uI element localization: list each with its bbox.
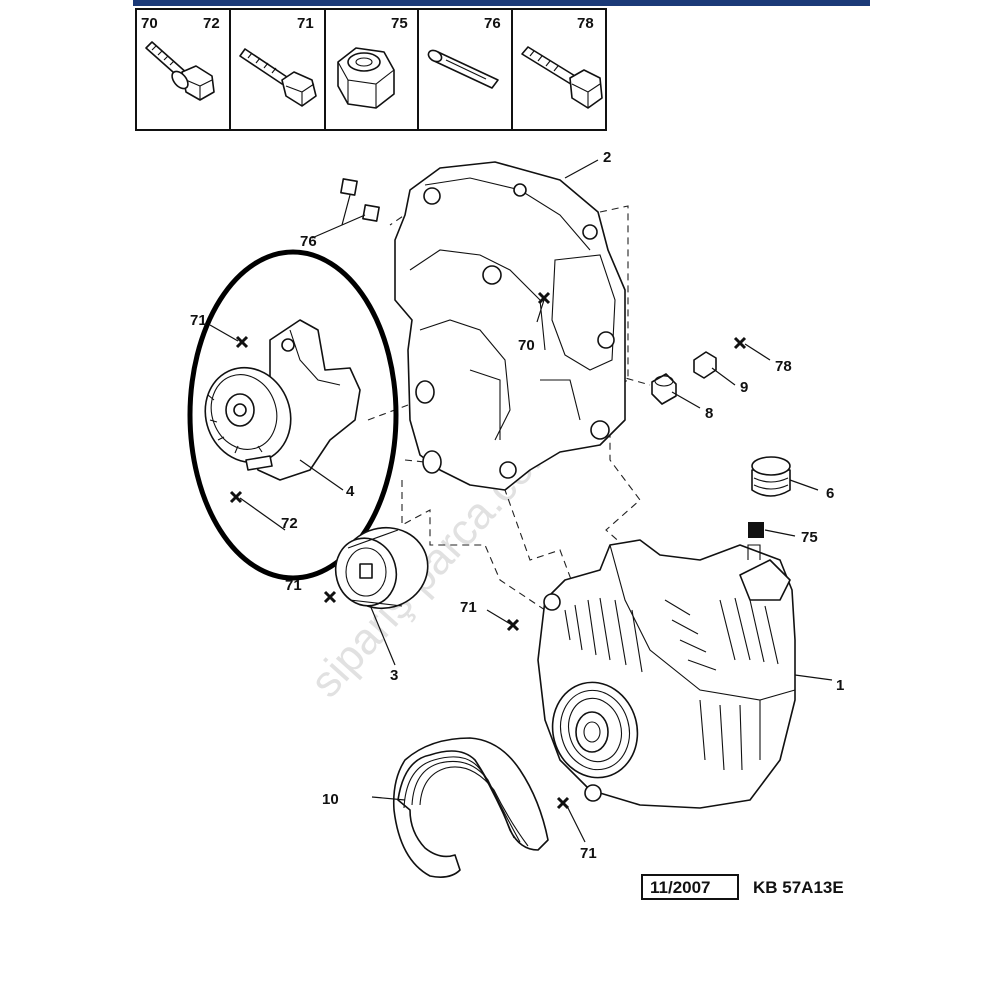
callout-71-pulley: 71	[285, 577, 302, 594]
callout-9: 9	[740, 379, 748, 396]
callout-6: 6	[826, 485, 834, 502]
table-label-75: 75	[391, 15, 408, 32]
dowel-pins-76	[340, 178, 380, 222]
flange-bolt-icon	[145, 41, 215, 101]
belt-tensioner	[204, 319, 361, 481]
callout-75: 75	[801, 529, 818, 546]
sleeve-9	[693, 351, 717, 379]
callout-4: 4	[346, 483, 355, 500]
lock-nut-icon	[337, 47, 395, 109]
table-label-70: 70	[141, 15, 158, 32]
footer-reference: KB 57A13E	[753, 878, 844, 897]
leader-lines	[209, 159, 833, 843]
top-bar	[133, 0, 870, 6]
callout-78: 78	[775, 358, 792, 375]
callout-2: 2	[603, 149, 611, 166]
alternator	[537, 539, 796, 809]
callout-numbers: 1 2 3 4 6 8 9 10 70 71 71 71 71 72 75 76…	[190, 149, 844, 862]
footer-date: 11/2007	[650, 878, 711, 897]
callout-3: 3	[390, 667, 398, 684]
table-label-78: 78	[577, 15, 594, 32]
idler-pulley	[334, 526, 429, 610]
highlight-circle	[187, 249, 399, 581]
callout-71-alternator-top: 71	[460, 599, 477, 616]
terminal-cap	[751, 456, 791, 497]
long-bolt-icon	[521, 46, 603, 109]
callout-10: 10	[322, 791, 339, 808]
callout-8: 8	[705, 405, 713, 422]
dowel-pin-icon	[427, 49, 499, 89]
callout-1: 1	[836, 677, 844, 694]
callout-76: 76	[300, 233, 317, 250]
table-label-76: 76	[484, 15, 501, 32]
mounting-bracket	[394, 161, 626, 491]
hex-bolt-icon	[239, 48, 317, 107]
hardware-table: 70 72 71 75 76 78	[135, 8, 607, 131]
callout-72: 72	[281, 515, 298, 532]
fastener-markers	[229, 291, 747, 810]
footer: 11/2007 KB 57A13E	[641, 874, 844, 900]
callout-71-alternator-bottom: 71	[580, 845, 597, 862]
table-label-72: 72	[203, 15, 220, 32]
callout-70: 70	[518, 337, 535, 354]
nut-75-marker	[748, 522, 764, 538]
table-label-71: 71	[297, 15, 314, 32]
drive-belt	[392, 737, 549, 878]
spacer-8	[651, 373, 677, 405]
callout-71-tensioner: 71	[190, 312, 207, 329]
